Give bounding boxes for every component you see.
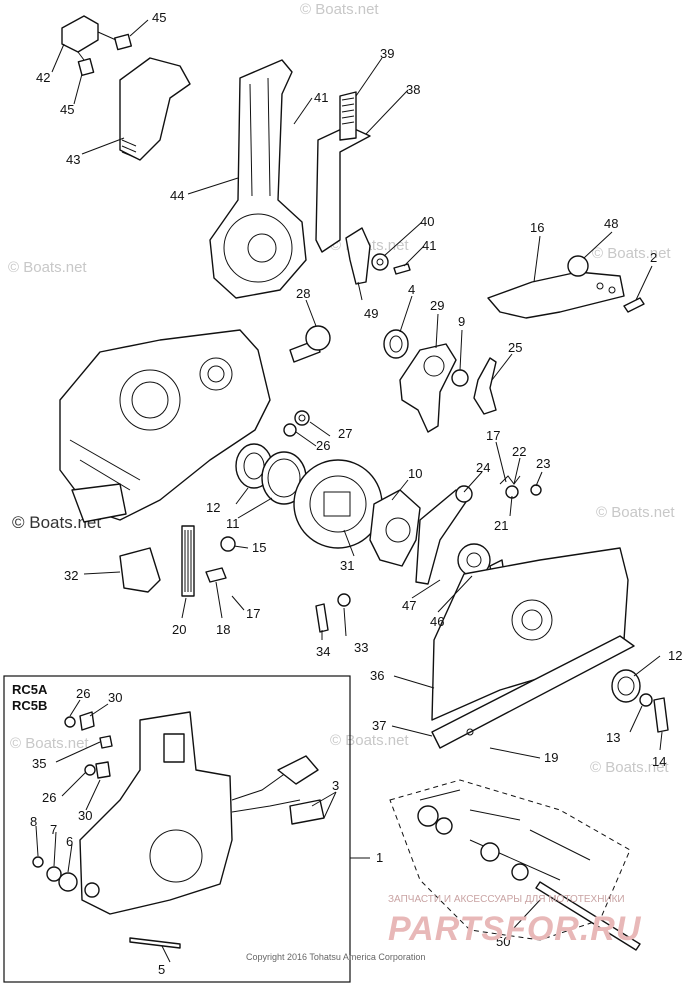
- callout-26-inset-top: 26: [76, 686, 90, 701]
- part-36-side-plate: [431, 547, 635, 749]
- part-10-24-linkage: [369, 485, 473, 585]
- part-32-20-18: [119, 525, 227, 597]
- callout-27: 27: [338, 426, 352, 441]
- watermark-left: © Boats.net: [8, 259, 87, 276]
- callout-26: 26: [316, 438, 330, 453]
- callout-12-left: 12: [206, 500, 220, 515]
- part-12-13-14-right: [611, 669, 669, 733]
- callout-40: 40: [420, 214, 434, 229]
- part-50-housing: [389, 779, 641, 951]
- callout-49: 49: [364, 306, 378, 321]
- callout-2: 2: [650, 250, 657, 265]
- callout-13: 13: [606, 730, 620, 745]
- callout-8: 8: [30, 814, 37, 829]
- callout-43: 43: [66, 152, 80, 167]
- callout-39: 39: [380, 46, 394, 61]
- callout-17-left: 17: [246, 606, 260, 621]
- callout-36: 36: [370, 668, 384, 683]
- part-49-plate: [345, 227, 411, 285]
- part-29-cam: [399, 343, 469, 433]
- callout-numbers: 45 42 45 43 44 41 39 38 40 41 49 16 48 2…: [30, 10, 682, 977]
- callout-20: 20: [172, 622, 186, 637]
- callout-10: 10: [408, 466, 422, 481]
- shop-brand-logo: PARTSFOR.RU: [388, 910, 642, 948]
- callout-35: 35: [32, 756, 46, 771]
- part-main-housing: [59, 329, 271, 523]
- inset-small-parts: [32, 711, 113, 892]
- callout-47: 47: [402, 598, 416, 613]
- callout-6: 6: [66, 834, 73, 849]
- callout-48: 48: [604, 216, 618, 231]
- part-34-33-screws: [315, 593, 351, 633]
- callout-28: 28: [296, 286, 310, 301]
- part-28-shaft: [289, 325, 331, 363]
- part-4-bushing: [383, 329, 409, 359]
- callout-3: 3: [332, 778, 339, 793]
- leader-lines: [35, 19, 663, 963]
- callout-41-mid: 41: [422, 238, 436, 253]
- model-label-rc5a: RC5A: [12, 682, 48, 697]
- watermark-top: © Boats.net: [300, 1, 379, 18]
- callout-33: 33: [354, 640, 368, 655]
- callout-41-top: 41: [314, 90, 328, 105]
- callout-42: 42: [36, 70, 50, 85]
- callout-30-inset-bottom: 30: [78, 808, 92, 823]
- copyright-notice: Copyright 2016 Tohatsu America Corporati…: [246, 952, 425, 962]
- callout-14: 14: [652, 754, 666, 769]
- callout-4: 4: [408, 282, 415, 297]
- watermark-right-3: © Boats.net: [590, 759, 669, 776]
- callout-25: 25: [508, 340, 522, 355]
- callout-37: 37: [372, 718, 386, 733]
- callout-50: 50: [496, 934, 510, 949]
- callout-44: 44: [170, 188, 184, 203]
- callout-18: 18: [216, 622, 230, 637]
- callout-31: 31: [340, 558, 354, 573]
- callout-22: 22: [512, 444, 526, 459]
- callout-45-bottom: 45: [60, 102, 74, 117]
- callout-34: 34: [316, 644, 330, 659]
- watermark-dark: © Boats.net: [12, 513, 101, 532]
- part-38-bracket: [315, 91, 371, 253]
- callout-12-right: 12: [668, 648, 682, 663]
- callout-9: 9: [458, 314, 465, 329]
- inset-remote-control-box: [79, 711, 325, 949]
- part-25-detent: [473, 357, 497, 415]
- part-26-27-washers: [283, 410, 310, 437]
- model-label-rc5b: RC5B: [12, 698, 47, 713]
- watermark-center: © Boats.net: [330, 732, 409, 749]
- callout-24: 24: [476, 460, 490, 475]
- part-12-11-seals: [235, 443, 307, 505]
- callout-16: 16: [530, 220, 544, 235]
- inset-frame: [3, 675, 351, 983]
- callout-19: 19: [544, 750, 558, 765]
- shop-banner: ЗАПЧАСТИ И АКСЕССУАРЫ ДЛЯ МОТОТЕХНИКИ: [388, 894, 625, 905]
- callout-26-inset-bottom: 26: [42, 790, 56, 805]
- callout-46: 46: [430, 614, 444, 629]
- callout-29: 29: [430, 298, 444, 313]
- callout-5: 5: [158, 962, 165, 977]
- callout-7: 7: [50, 822, 57, 837]
- callout-1: 1: [376, 850, 383, 865]
- watermark-right: © Boats.net: [592, 245, 671, 262]
- callout-11: 11: [226, 516, 240, 531]
- part-21-23-springs: [499, 475, 542, 499]
- callout-32: 32: [64, 568, 78, 583]
- callout-15: 15: [252, 540, 266, 555]
- part-42-45-clip: [61, 15, 133, 77]
- part-16-shift-lever: [487, 255, 645, 319]
- watermark-right-2: © Boats.net: [596, 504, 675, 521]
- callout-23: 23: [536, 456, 550, 471]
- callout-38: 38: [406, 82, 420, 97]
- watermark-inset: © Boats.net: [10, 735, 89, 752]
- part-43-handle-cover: [119, 57, 191, 161]
- callout-21: 21: [494, 518, 508, 533]
- callout-17-right: 17: [486, 428, 500, 443]
- part-44-lever-arm: [209, 59, 307, 299]
- callout-30-inset-top: 30: [108, 690, 122, 705]
- callout-45-top: 45: [152, 10, 166, 25]
